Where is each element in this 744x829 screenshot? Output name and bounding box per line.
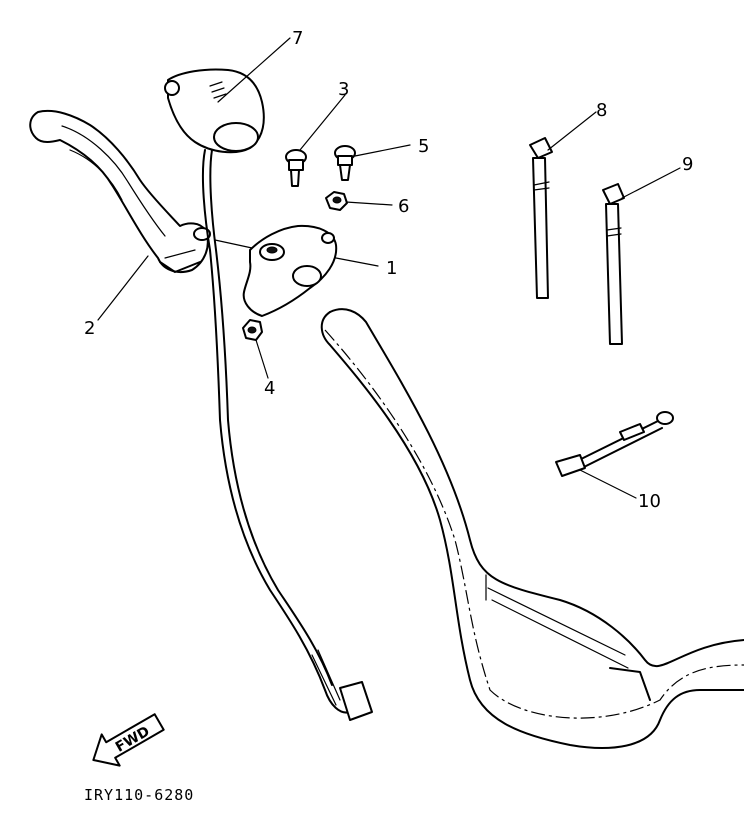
nut-4 [242,319,263,341]
callout-9: 9 [682,154,693,175]
callout-6: 6 [398,196,409,217]
fwd-arrow-icon: FWD [92,713,165,767]
cable-tie-8 [529,137,553,299]
bolt-3 [285,149,307,187]
lever [29,110,211,274]
callout-3: 3 [338,79,349,100]
lead-wire [555,411,674,477]
handlebar [320,308,744,750]
nut-6 [325,191,348,211]
callout-7: 7 [292,28,303,49]
callout-5: 5 [418,136,429,157]
drawing-code: IRY110-6280 [84,786,194,804]
cable-tie-9 [602,183,625,345]
leader-lines [97,37,681,499]
callout-2: 2 [84,318,95,339]
callout-10: 10 [638,491,661,512]
callout-8: 8 [596,100,607,121]
callout-4: 4 [264,378,275,399]
switch-assembly [164,68,373,721]
callout-1: 1 [386,258,397,279]
lever-holder [214,224,338,317]
bolt-5 [334,145,356,181]
